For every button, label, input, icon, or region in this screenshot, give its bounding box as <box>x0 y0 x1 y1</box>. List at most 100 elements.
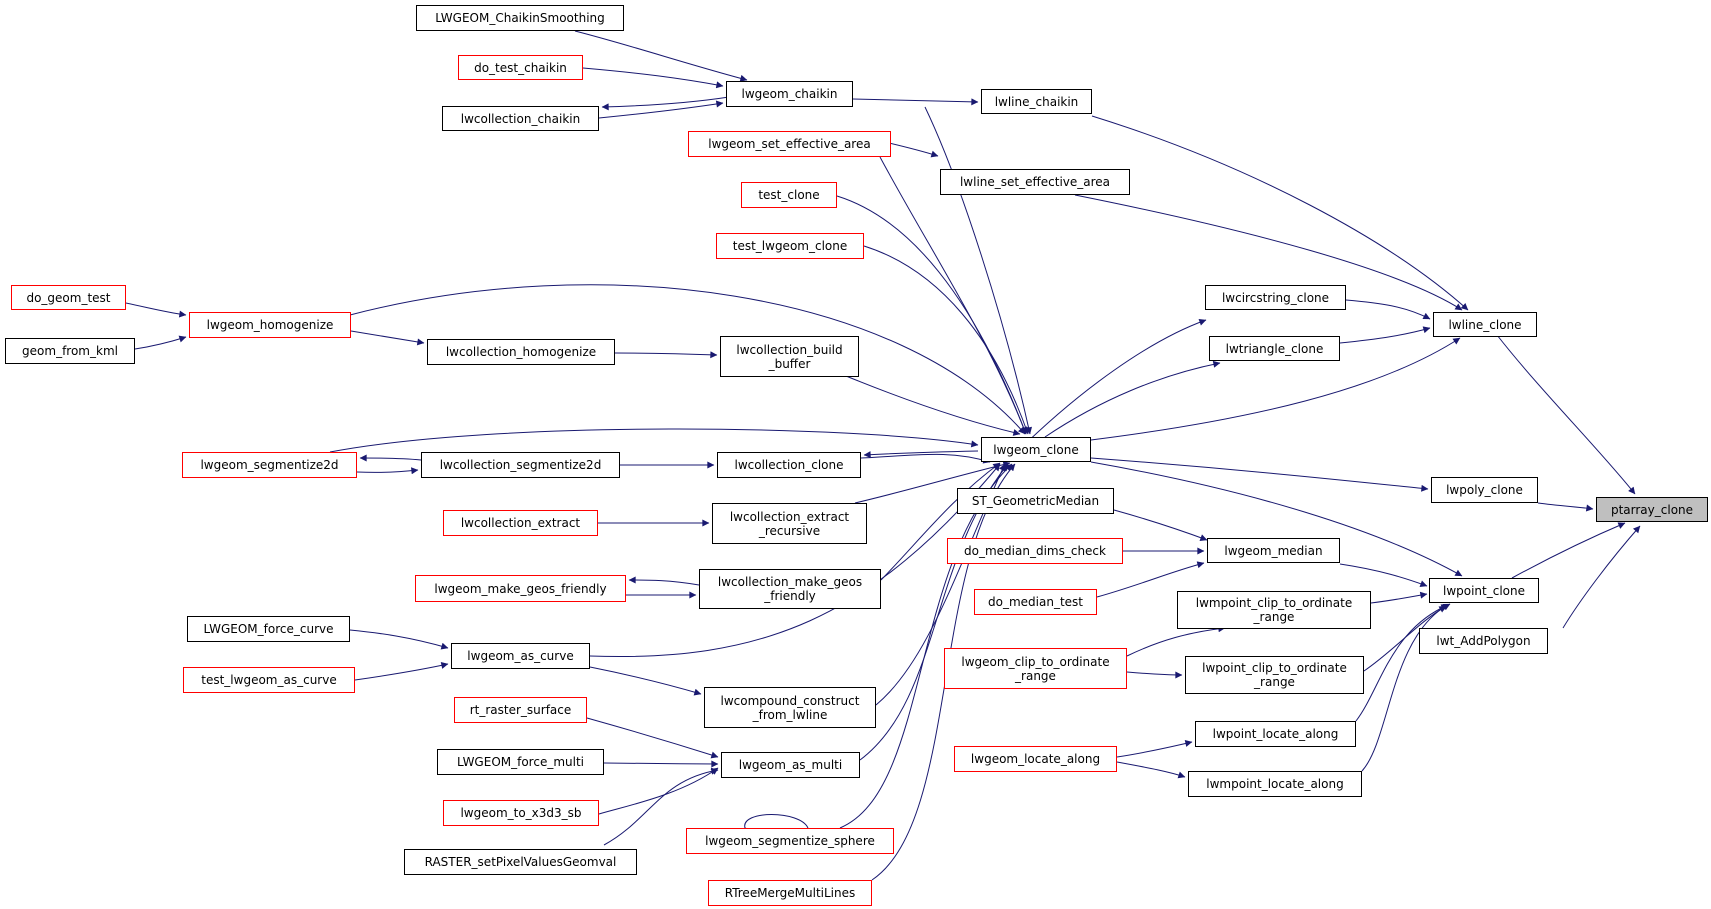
call-edge <box>582 67 724 89</box>
call-edge <box>888 142 939 158</box>
node-lwcollection-clone[interactable]: lwcollection_clone <box>717 452 861 478</box>
call-edge <box>845 375 1021 436</box>
node-lwgeom-clip-to-ordinate-range[interactable]: lwgeom_clip_to_ordinate _range <box>944 648 1127 689</box>
node-lwline-chaikin[interactable]: lwline_chaikin <box>981 89 1092 114</box>
call-edge <box>1116 740 1193 758</box>
node-lwgeom-make-geos-friendly[interactable]: lwgeom_make_geos_friendly <box>415 575 626 602</box>
node-lwpoly-clone[interactable]: lwpoly_clone <box>1431 477 1538 503</box>
node-lwgeom-set-effective-area[interactable]: lwgeom_set_effective_area <box>688 131 891 157</box>
call-edge <box>1090 457 1429 492</box>
call-edge <box>589 463 1001 658</box>
node-do-test-chaikin[interactable]: do_test_chaikin <box>458 55 583 80</box>
call-edge <box>125 302 187 318</box>
call-edge <box>860 453 991 464</box>
call-edge <box>350 330 425 346</box>
call-edge <box>598 767 719 815</box>
node-lwtriangle-clone[interactable]: lwtriangle_clone <box>1209 336 1340 361</box>
node-lwcollection-make-geos-friendly[interactable]: lwcollection_make_geos _friendly <box>699 569 881 609</box>
call-edge <box>601 96 730 111</box>
node-lwgeom-homogenize[interactable]: lwgeom_homogenize <box>189 312 351 338</box>
call-edge <box>603 760 719 768</box>
call-edge <box>329 428 979 453</box>
node-lwgeom-as-multi[interactable]: lwgeom_as_multi <box>721 752 860 778</box>
call-edge <box>1537 502 1594 512</box>
call-edge <box>354 661 449 681</box>
call-edge <box>614 351 718 359</box>
call-edge <box>134 335 187 350</box>
node-lwgeom-force-curve[interactable]: LWGEOM_force_curve <box>187 616 350 642</box>
node-lwt-addpolygon[interactable]: lwt_AddPolygon <box>1419 628 1548 654</box>
call-edge <box>1361 605 1447 772</box>
node-lwline-set-effective-area[interactable]: lwline_set_effective_area <box>940 169 1130 195</box>
call-edge <box>349 284 1026 435</box>
call-edge <box>1116 761 1186 779</box>
node-lwgeom-locate-along[interactable]: lwgeom_locate_along <box>954 746 1117 772</box>
call-edge <box>1126 625 1226 657</box>
call-edge <box>836 195 1027 435</box>
call-edge <box>1016 318 1207 453</box>
node-rt-raster-surface[interactable]: rt_raster_surface <box>454 697 587 723</box>
call-edge <box>1044 360 1221 438</box>
node-lwgeom-chaikinsmoothing[interactable]: LWGEOM_ChaikinSmoothing <box>416 5 624 31</box>
node-lwcollection-segmentize2d[interactable]: lwcollection_segmentize2d <box>421 452 620 478</box>
node-lwgeom-as-curve[interactable]: lwgeom_as_curve <box>451 643 590 669</box>
node-lwgeom-segmentize-sphere[interactable]: lwgeom_segmentize_sphere <box>686 828 894 854</box>
call-edge <box>574 30 748 82</box>
call-edge <box>1339 326 1431 344</box>
call-edge <box>598 100 724 119</box>
node-lwline-clone[interactable]: lwline_clone <box>1433 312 1537 337</box>
node-do-geom-test[interactable]: do_geom_test <box>11 285 126 310</box>
call-edge <box>589 666 702 696</box>
node-do-median-dims-check[interactable]: do_median_dims_check <box>947 538 1123 564</box>
node-lwmpoint-locate-along[interactable]: lwmpoint_locate_along <box>1188 771 1362 797</box>
call-edge <box>1562 525 1641 629</box>
node-test-lwgeom-as-curve[interactable]: test_lwgeom_as_curve <box>183 667 355 693</box>
node-lwgeom-chaikin[interactable]: lwgeom_chaikin <box>726 81 853 107</box>
call-edge <box>1090 461 1463 577</box>
node-lwgeom-to-x3d3-sb[interactable]: lwgeom_to_x3d3_sb <box>443 800 599 826</box>
node-lwpoint-clone[interactable]: lwpoint_clone <box>1429 578 1539 603</box>
call-edge <box>349 629 449 650</box>
call-edge <box>924 106 1032 435</box>
node-lwgeom-force-multi[interactable]: LWGEOM_force_multi <box>437 749 604 775</box>
call-edge <box>1496 334 1636 495</box>
node-lwmpoint-clip-to-ordinate-range[interactable]: lwmpoint_clip_to_ordinate _range <box>1177 591 1371 629</box>
node-lwcollection-extract-recursive[interactable]: lwcollection_extract _recursive <box>712 503 867 544</box>
call-edge <box>1090 337 1461 441</box>
node-lwcollection-extract[interactable]: lwcollection_extract <box>443 510 598 536</box>
node-rtreemergemultilines[interactable]: RTreeMergeMultiLines <box>708 880 872 906</box>
call-edge <box>1096 561 1205 598</box>
node-lwcollection-build-buffer[interactable]: lwcollection_build _buffer <box>720 336 859 377</box>
node-raster-setpixelvaluesgeomval[interactable]: RASTER_setPixelValuesGeomval <box>404 849 637 875</box>
node-lwcircstring-clone[interactable]: lwcircstring_clone <box>1205 285 1346 310</box>
call-edge <box>1126 671 1183 679</box>
node-lwpoint-locate-along[interactable]: lwpoint_locate_along <box>1195 721 1356 747</box>
call-edge <box>1370 591 1428 604</box>
node-lwcollection-chaikin[interactable]: lwcollection_chaikin <box>442 106 599 131</box>
call-edge <box>1113 509 1208 541</box>
node-st-geometricmedian[interactable]: ST_GeometricMedian <box>957 488 1114 514</box>
call-edge <box>879 156 1027 435</box>
call-edge <box>359 454 422 462</box>
node-lwcollection-homogenize[interactable]: lwcollection_homogenize <box>427 339 615 365</box>
call-edge <box>1091 115 1469 311</box>
node-ptarray-clone: ptarray_clone <box>1596 497 1708 522</box>
node-lwgeom-segmentize2d[interactable]: lwgeom_segmentize2d <box>182 452 357 478</box>
call-edge <box>880 462 1001 581</box>
call-edge <box>628 576 700 586</box>
call-edge <box>1355 604 1449 722</box>
node-test-lwgeom-clone[interactable]: test_lwgeom_clone <box>716 233 864 259</box>
call-edge <box>603 767 719 846</box>
node-lwcompound-construct-from-lwline[interactable]: lwcompound_construct _from_lwline <box>704 687 876 728</box>
node-lwgeom-median[interactable]: lwgeom_median <box>1207 538 1340 563</box>
call-edge <box>852 98 979 106</box>
node-test-clone[interactable]: test_clone <box>741 182 837 208</box>
node-geom-from-kml[interactable]: geom_from_kml <box>5 338 135 364</box>
call-edge <box>1511 522 1626 579</box>
call-edge <box>356 467 419 475</box>
call-edge <box>586 717 719 759</box>
node-do-median-test[interactable]: do_median_test <box>974 589 1097 615</box>
node-lwgeom-clone[interactable]: lwgeom_clone <box>981 437 1091 462</box>
node-lwpoint-clip-to-ordinate-range[interactable]: lwpoint_clip_to_ordinate _range <box>1185 656 1364 694</box>
